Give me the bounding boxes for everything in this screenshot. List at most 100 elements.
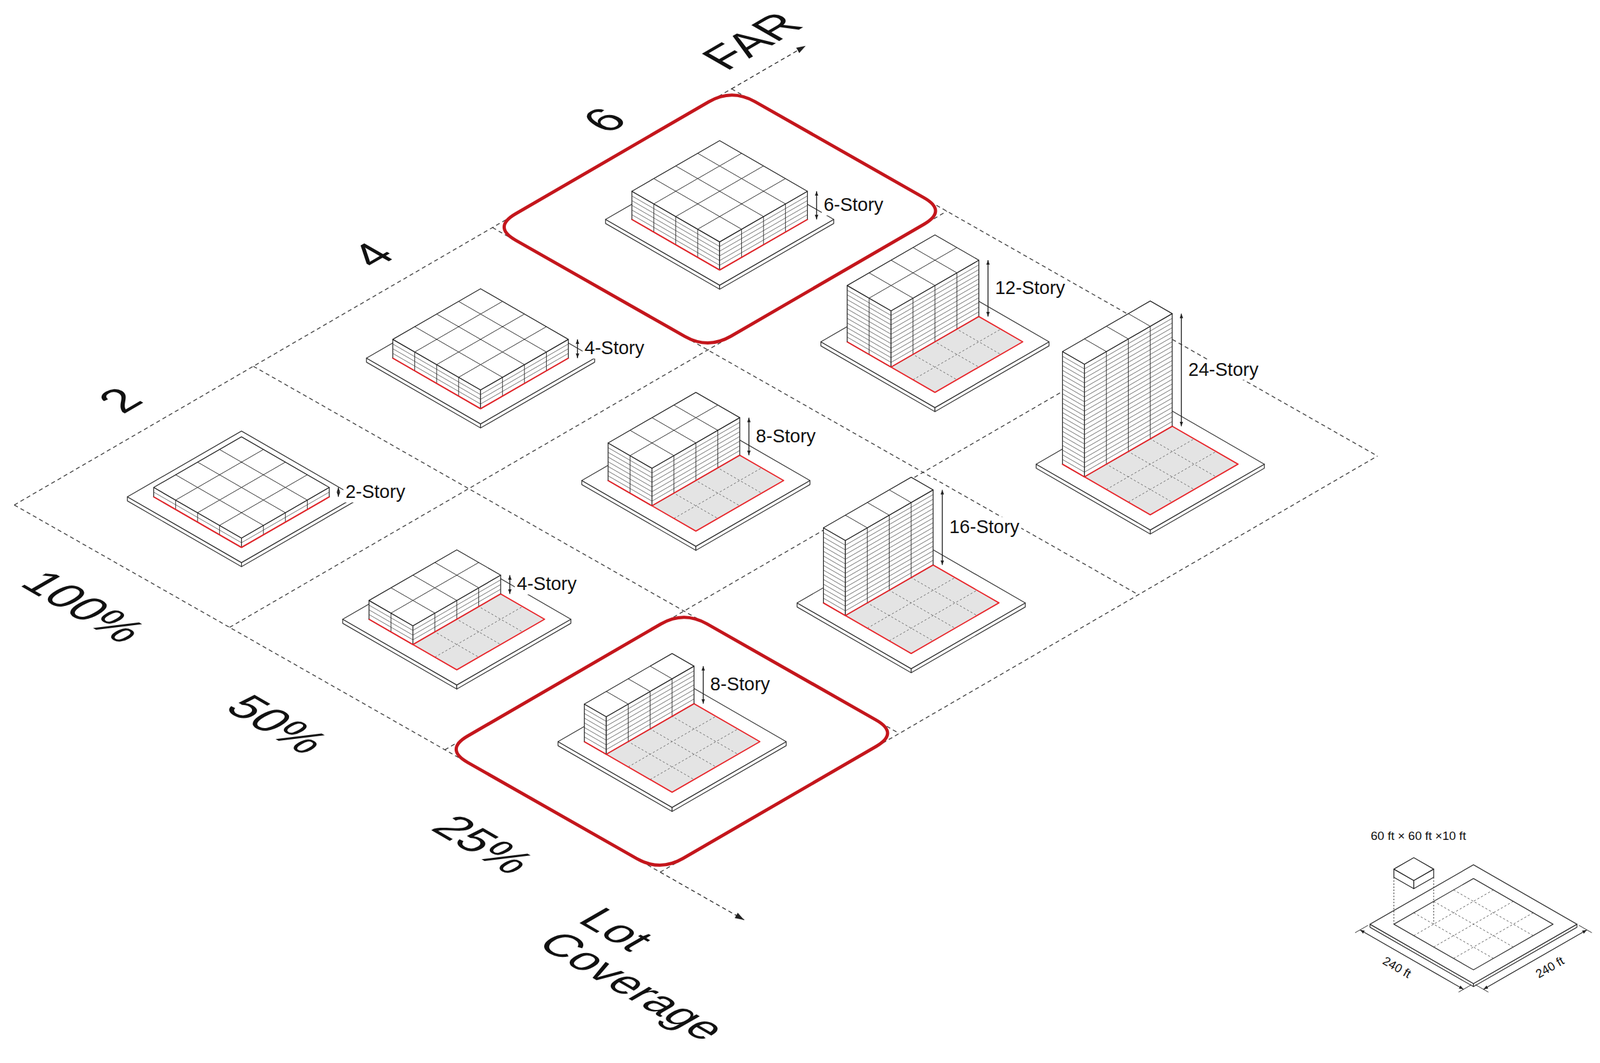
module-line [889, 590, 978, 641]
roof-grid [1106, 326, 1129, 339]
floor-line [1062, 356, 1084, 369]
frame-outline [503, 95, 936, 344]
footprint-outline [584, 704, 695, 755]
module-edge [436, 364, 437, 384]
lot-plate [1369, 865, 1577, 985]
floor-line [584, 718, 607, 732]
module-edge [1149, 326, 1151, 439]
floor-line [719, 205, 808, 256]
building-roof [392, 289, 568, 391]
floor-line [719, 196, 808, 247]
module-edge [762, 216, 764, 245]
module-box-top [1394, 858, 1434, 882]
floor-line [823, 537, 846, 550]
roof-grid [197, 462, 286, 513]
module-edge [934, 285, 936, 343]
floor-line [392, 344, 481, 395]
floor-line [823, 570, 846, 584]
module-edge [546, 352, 547, 371]
floor-line [1062, 407, 1084, 421]
building-face [823, 528, 846, 616]
roof-grid [629, 405, 718, 456]
floor-line [413, 589, 501, 641]
floor-line [823, 588, 846, 602]
module-edge [262, 525, 264, 536]
module-size-label: 60 ft × 60 ft ×10 ft [1370, 830, 1466, 844]
roof-grid [675, 166, 764, 217]
module-edge [888, 515, 890, 591]
floor-line [392, 353, 481, 405]
far-value: 6 [570, 101, 638, 140]
axis-title: FAR [690, 5, 814, 77]
module-edge [456, 600, 458, 620]
floor-line [584, 727, 607, 741]
leader-line [1393, 877, 1395, 925]
roof-grid [1084, 338, 1107, 352]
module-edge [1128, 338, 1129, 452]
floor-line [241, 492, 330, 543]
roof-grid [175, 475, 264, 526]
module-edge [1106, 351, 1107, 465]
module-line [1128, 451, 1216, 502]
module-edge [956, 273, 958, 330]
floor-line [1062, 361, 1084, 375]
floor-line [480, 344, 568, 395]
roof-grid [890, 260, 935, 286]
footprint-outline [1062, 426, 1173, 478]
footprint-outline [392, 358, 568, 409]
module-edge [673, 455, 675, 494]
dimension-label: 240 ft [1533, 954, 1567, 982]
floor-line [719, 214, 808, 266]
height-arrow [987, 260, 989, 317]
roof-grid [913, 247, 958, 274]
module-edge [869, 298, 870, 355]
axis-arrow [659, 872, 744, 921]
roof-grid [629, 430, 675, 456]
footprint-outline [368, 594, 501, 645]
roof-grid [652, 417, 697, 444]
floor-line [1062, 403, 1084, 417]
highlight-frame: 6-Story [488, 84, 951, 354]
roof-grid [390, 562, 479, 614]
far-value: 2 [86, 380, 155, 419]
module-edge [458, 377, 460, 396]
frame-outline [456, 617, 889, 866]
building-model [127, 431, 356, 567]
floor-line [1062, 431, 1084, 445]
coverage-value: 25% [420, 808, 547, 882]
floor-line [1062, 445, 1084, 459]
roof-grid [869, 247, 957, 299]
leader-line [1433, 877, 1434, 925]
module-edge [219, 525, 220, 536]
far-value: 4 [338, 235, 407, 275]
scale-key [1355, 858, 1592, 993]
story-label: 4-Story [582, 338, 646, 359]
floor-line [413, 584, 501, 636]
story-label: 8-Story [708, 674, 772, 696]
building-model [605, 140, 834, 290]
module-edge [197, 512, 199, 523]
height-arrow [576, 339, 578, 359]
roof-grid [197, 462, 286, 513]
floor-line [606, 684, 694, 736]
floor-line [1062, 422, 1084, 435]
floor-line [652, 441, 740, 492]
roof-grid [458, 301, 547, 353]
module-edge [867, 528, 868, 604]
roof-grid [650, 666, 673, 680]
module-edge [697, 229, 699, 258]
story-label: 12-Story [993, 278, 1068, 299]
extension-line [1475, 985, 1489, 994]
floor-line [823, 560, 846, 574]
footprint-outline [608, 455, 740, 506]
height-arrow [702, 666, 704, 705]
extension-line [1578, 925, 1592, 934]
roof-grid [413, 575, 458, 602]
floor-line [631, 210, 720, 261]
module-edge [478, 588, 479, 607]
floor-line [584, 709, 607, 722]
module-edge [306, 500, 308, 510]
floor-line [631, 200, 720, 252]
story-label: 6-Story [821, 195, 886, 216]
building-roof [153, 436, 329, 538]
